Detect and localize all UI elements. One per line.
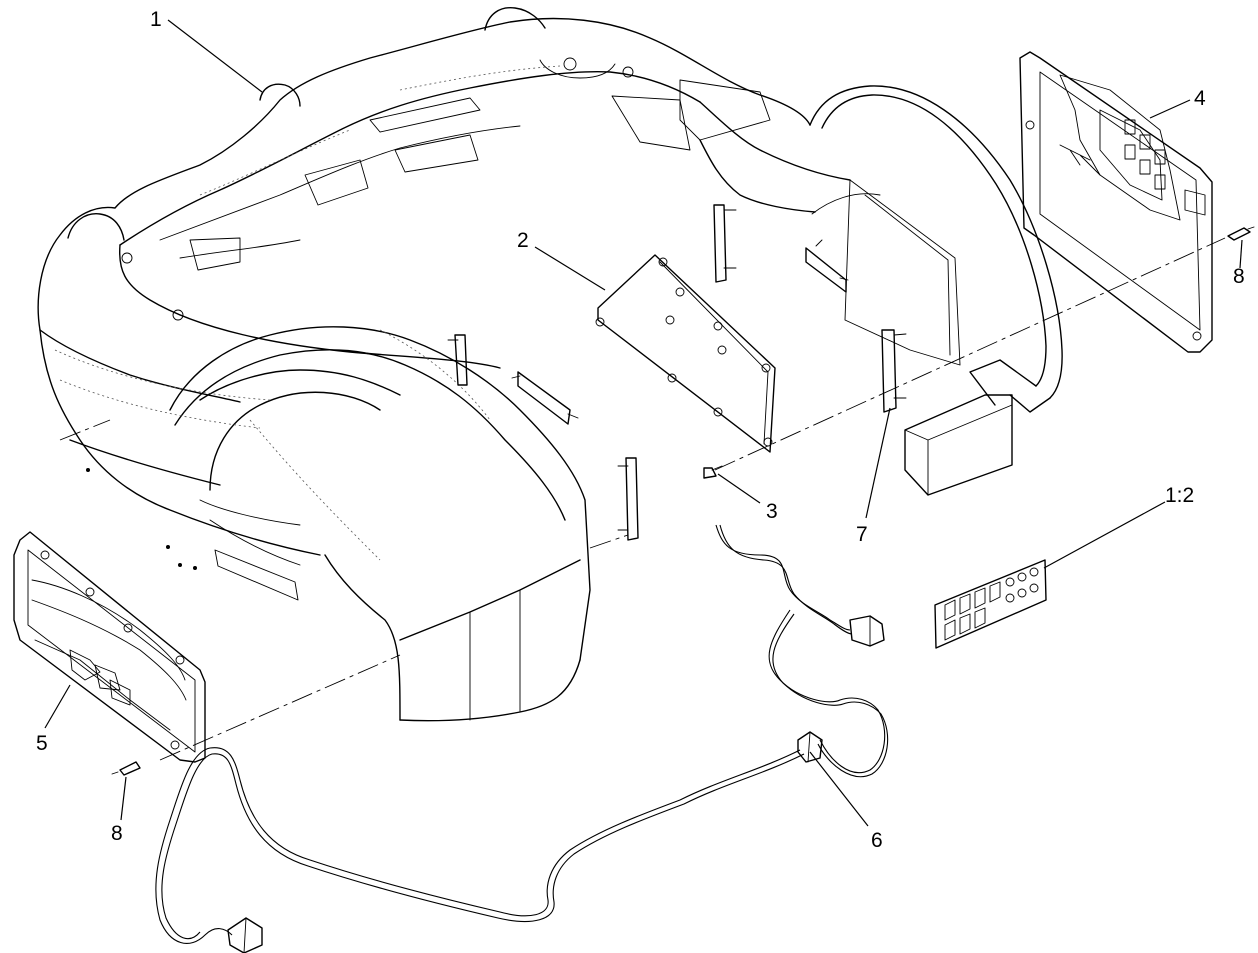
left-control-panel bbox=[13, 531, 206, 763]
callout-3: 3 bbox=[766, 500, 778, 523]
callout-7: 7 bbox=[856, 523, 868, 546]
bracket-set bbox=[447, 204, 907, 541]
fastener bbox=[703, 465, 723, 479]
callout-8-left: 8 bbox=[111, 822, 123, 845]
callout-5: 5 bbox=[36, 732, 48, 755]
screw-right bbox=[1227, 226, 1255, 241]
callout-labels: 1 2 3 4 5 6 7 8 8 1:2 bbox=[36, 8, 1245, 852]
leader-lines bbox=[44, 19, 1243, 827]
safety-decal bbox=[934, 559, 1047, 649]
body-housing bbox=[37, 7, 1063, 722]
right-control-panel bbox=[1019, 51, 1213, 353]
callout-1-2: 1:2 bbox=[1165, 484, 1194, 507]
wire-harness bbox=[155, 524, 889, 953]
screw-left bbox=[111, 761, 141, 776]
callout-2: 2 bbox=[517, 229, 529, 252]
callout-4: 4 bbox=[1194, 87, 1206, 110]
cover-plate bbox=[595, 254, 776, 453]
callout-6: 6 bbox=[871, 829, 883, 852]
callout-1: 1 bbox=[150, 8, 162, 31]
assembly-center-lines bbox=[59, 237, 1226, 761]
callout-8-right: 8 bbox=[1233, 265, 1245, 288]
